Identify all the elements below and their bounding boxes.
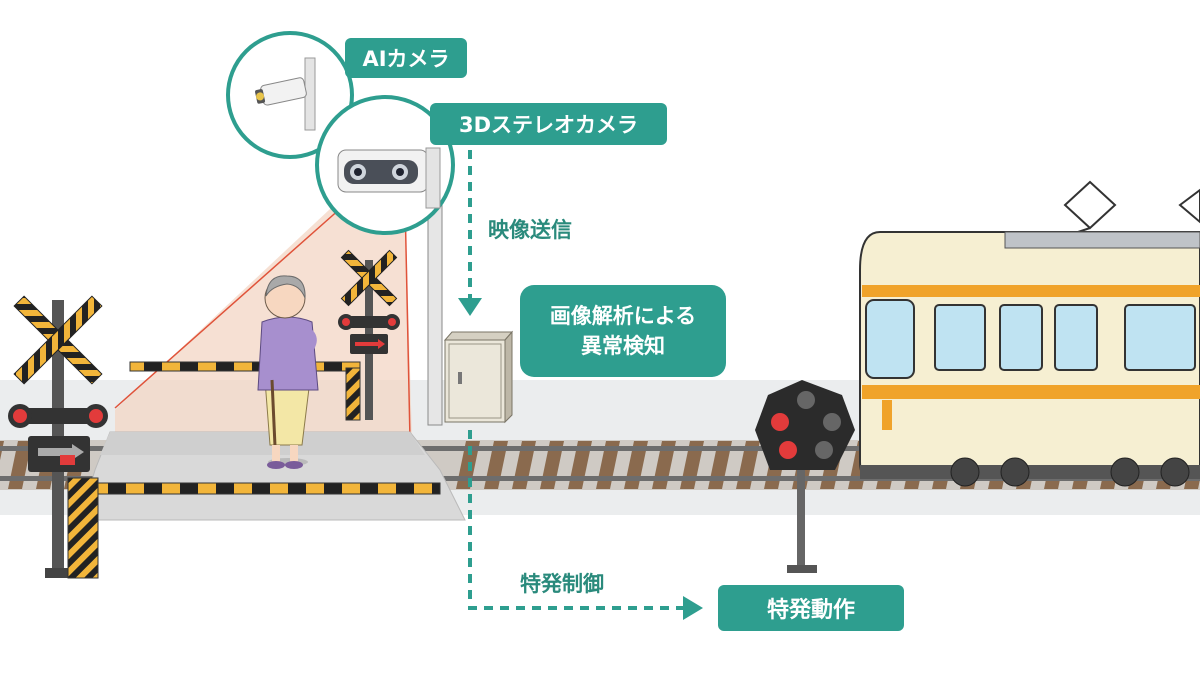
detection-zone bbox=[115, 195, 412, 440]
video-transmission-arrowhead bbox=[458, 298, 482, 316]
ai-camera-bubble bbox=[226, 31, 354, 159]
crossing-road-top bbox=[100, 432, 425, 455]
barrier-arm-back bbox=[129, 361, 361, 372]
detection-zone-edge bbox=[404, 199, 411, 441]
crossing-signal-left bbox=[8, 295, 108, 579]
image-analysis-box: 画像解析による 異常検知 bbox=[520, 285, 726, 377]
special-control-label: 特発制御 bbox=[520, 572, 604, 596]
stereo-camera-bubble bbox=[315, 95, 455, 235]
stereo-camera-label: 3Dステレオカメラ bbox=[430, 103, 667, 145]
equipment-cabinet bbox=[443, 330, 514, 424]
barrier-arm-front bbox=[79, 482, 441, 495]
crossing-signal-back bbox=[338, 249, 400, 421]
special-control-arrowhead bbox=[683, 596, 703, 620]
image-analysis-line2: 異常検知 bbox=[581, 334, 665, 358]
special-operation-label: 特発動作 bbox=[718, 585, 904, 631]
special-signal-light bbox=[755, 380, 855, 573]
train bbox=[859, 180, 1200, 487]
video-transmission-label: 映像送信 bbox=[488, 218, 572, 242]
elderly-pedestrian bbox=[257, 275, 319, 469]
ai-camera-label: AIカメラ bbox=[345, 38, 467, 78]
image-analysis-line1: 画像解析による bbox=[549, 304, 697, 328]
rail-sleeper bbox=[0, 441, 4, 461]
detection-zone-edge bbox=[114, 199, 351, 409]
special-control-arrow bbox=[468, 430, 685, 610]
